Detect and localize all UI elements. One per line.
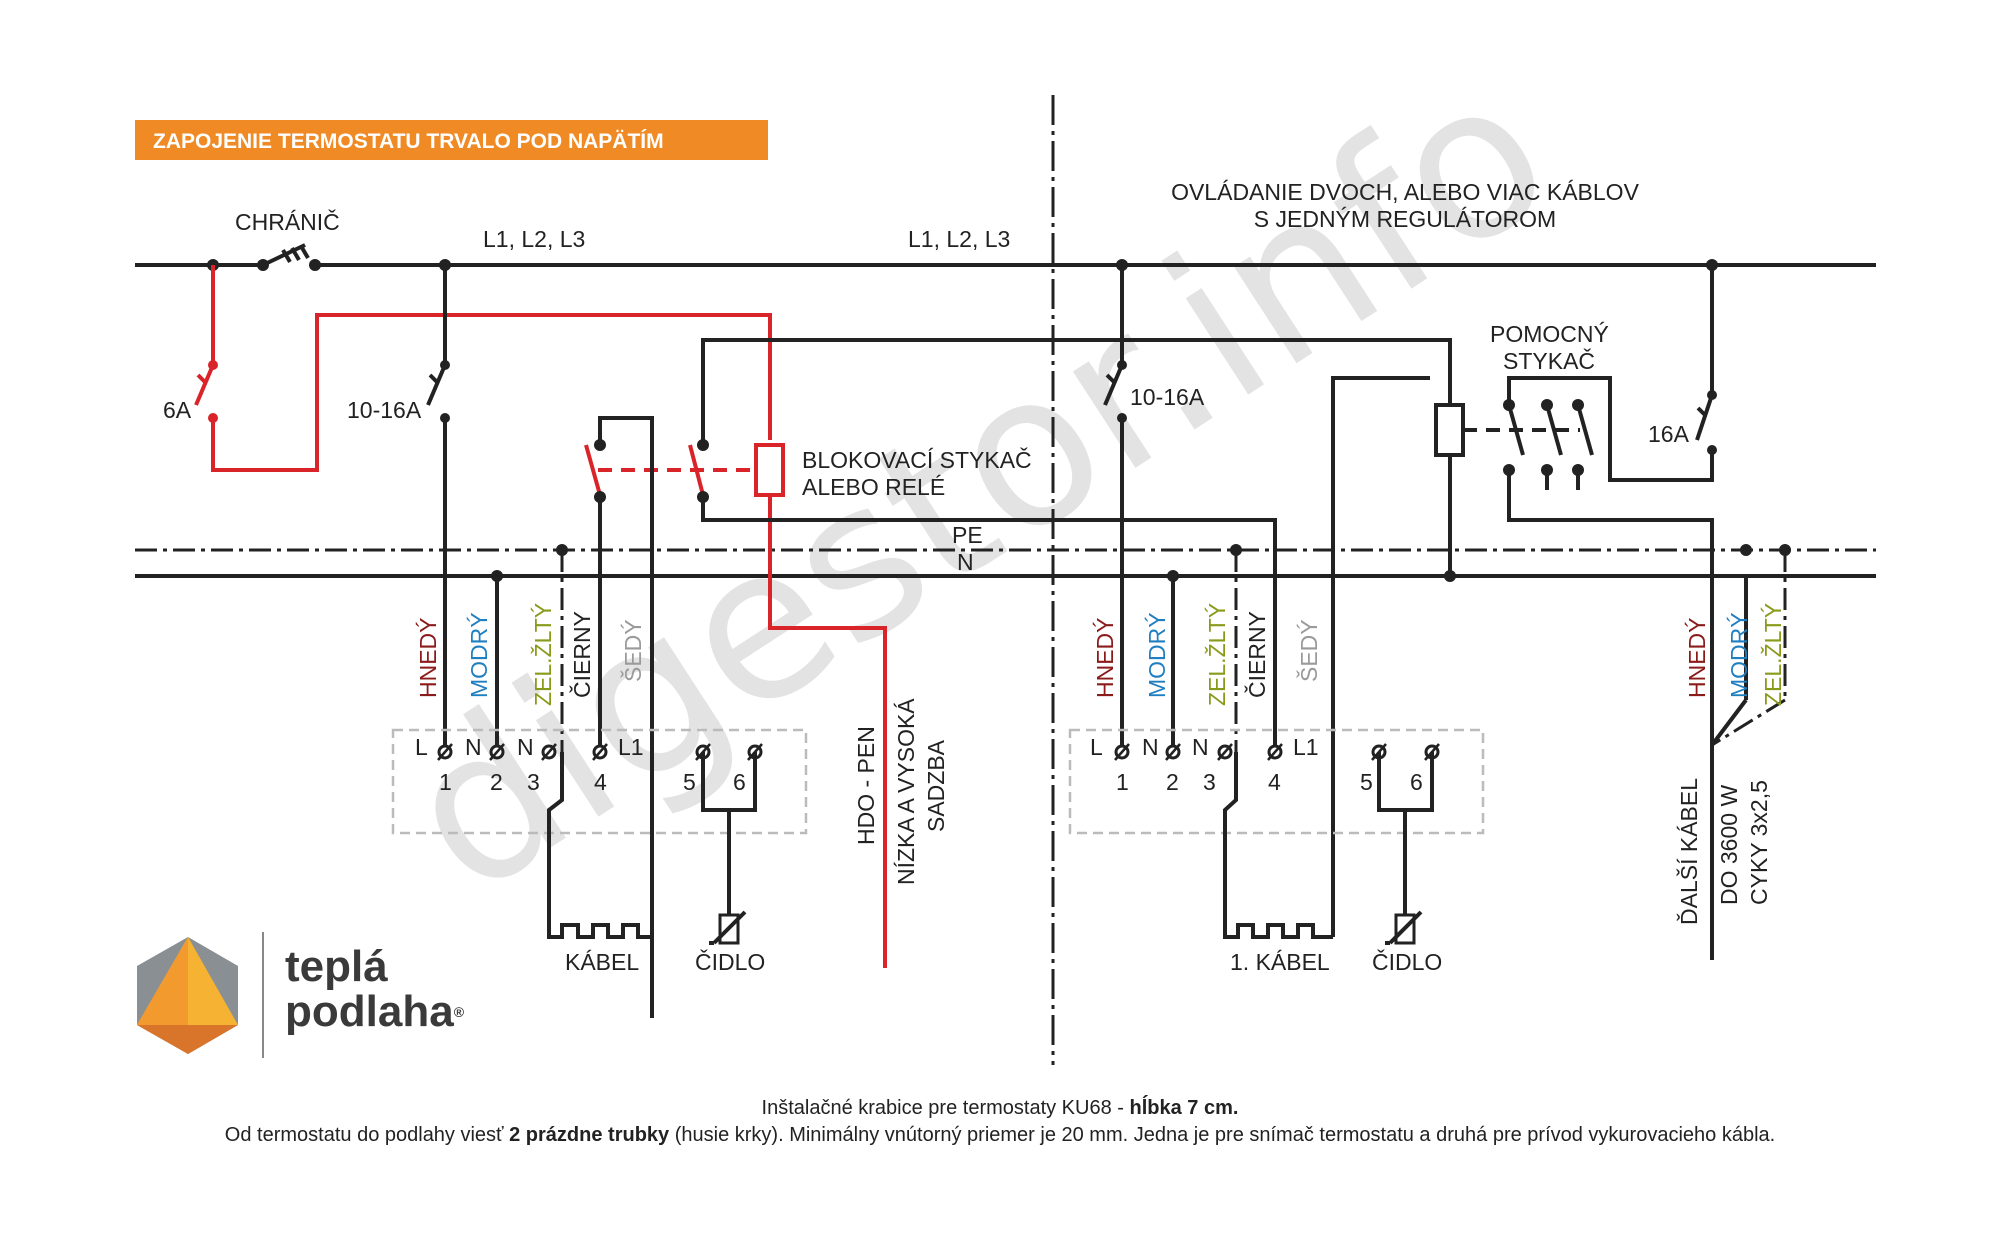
next-cable-line1: ĎALŠÍ KÁBEL xyxy=(1675,778,1702,925)
fuse-16a-label: 16A xyxy=(1648,421,1690,447)
fuse-10-16a-label-right: 10-16A xyxy=(1130,384,1205,410)
heating-cable-right xyxy=(1223,752,1333,939)
watermark: digestor.info xyxy=(364,27,1589,942)
svg-text:5: 5 xyxy=(683,769,696,795)
svg-text:N: N xyxy=(1192,734,1209,760)
svg-text:2: 2 xyxy=(1166,769,1179,795)
svg-text:5: 5 xyxy=(1360,769,1373,795)
terminal-box-right xyxy=(1068,728,1485,835)
terminal-box-left xyxy=(391,728,808,835)
label-grey-right: ŠEDÝ xyxy=(1295,619,1322,682)
svg-text:6: 6 xyxy=(733,769,746,795)
fuse-16a xyxy=(1695,259,1718,455)
label-brown-left: HNEDÝ xyxy=(415,617,441,698)
contactor-label-line1: BLOKOVACÍ STYKAČ xyxy=(802,446,1032,473)
fuse-6a-label: 6A xyxy=(163,397,192,423)
hdo-line1: HDO - PEN xyxy=(853,726,879,845)
breaker-symbol xyxy=(257,243,321,271)
label-brown-right: HNEDÝ xyxy=(1092,617,1118,698)
svg-text:2: 2 xyxy=(490,769,503,795)
hdo-line3: SADZBA xyxy=(923,739,949,832)
label-blue-next: MODRÝ xyxy=(1726,612,1752,698)
title-banner: ZAPOJENIE TERMOSTATU TRVALO POD NAPÄTÍM xyxy=(135,120,768,160)
fuse-10-16a-left xyxy=(426,259,451,752)
svg-text:3: 3 xyxy=(1203,769,1216,795)
label-grey-left: ŠEDÝ xyxy=(619,619,646,682)
contactor-contact-1 xyxy=(584,416,654,1018)
fuse-6a xyxy=(194,259,772,472)
footer-line2: Od termostatu do podlahy viesť 2 prázdne… xyxy=(224,1124,1776,1146)
next-cable-line3: CYKY 3x2,5 xyxy=(1746,780,1772,905)
svg-text:L1: L1 xyxy=(1293,734,1319,760)
svg-text:N: N xyxy=(465,734,482,760)
next-cable-line2: DO 3600 W xyxy=(1716,785,1742,905)
hdo-line2: NÍZKA A VYSOKÁ xyxy=(893,698,919,885)
svg-text:L: L xyxy=(1090,734,1103,760)
label-black-left: ČIERNY xyxy=(568,611,595,698)
right-title-line1: OVLÁDANIE DVOCH, ALEBO VIAC KÁBLOV xyxy=(1171,179,1639,205)
banner-text: ZAPOJENIE TERMOSTATU TRVALO POD NAPÄTÍM xyxy=(153,130,664,153)
brand-name-text: podlaha xyxy=(285,987,454,1036)
right-title-line2: S JEDNÝM REGULÁTOROM xyxy=(1254,206,1556,232)
first-cable-label: 1. KÁBEL xyxy=(1230,949,1330,975)
breaker-label: CHRÁNIČ xyxy=(235,208,340,235)
aux-contactor-contacts xyxy=(1503,376,1714,960)
sensor-right xyxy=(1377,752,1434,945)
brand-name-line2: podlaha® xyxy=(285,990,464,1034)
svg-text:1: 1 xyxy=(439,769,452,795)
label-green-yellow-left: ZEL.ŽLTÝ xyxy=(530,603,556,706)
label-green-yellow-next: ZEL.ŽLTÝ xyxy=(1760,603,1786,706)
svg-text:4: 4 xyxy=(1268,769,1281,795)
n-label: N xyxy=(957,549,974,575)
footer-line1: Inštalačné krabice pre termostaty KU68 -… xyxy=(761,1097,1239,1119)
registered-mark: ® xyxy=(453,1004,465,1020)
svg-text:6: 6 xyxy=(1410,769,1423,795)
blocking-contactor-coil xyxy=(754,443,887,968)
brand-logo-icon xyxy=(137,932,264,1058)
aux-contactor-label-line2: STYKAČ xyxy=(1503,347,1595,374)
svg-text:N: N xyxy=(517,734,534,760)
sensor-label-left: ČIDLO xyxy=(695,948,765,975)
phase-label-left: L1, L2, L3 xyxy=(483,226,585,252)
fuse-10-16a-right xyxy=(1103,259,1128,752)
svg-text:4: 4 xyxy=(594,769,607,795)
svg-text:3: 3 xyxy=(527,769,540,795)
contactor-contact-2 xyxy=(688,338,1452,752)
svg-text:L1: L1 xyxy=(618,734,644,760)
terminals-right: L N N L1 1 2 3 4 5 6 xyxy=(1090,734,1440,795)
svg-text:L: L xyxy=(415,734,428,760)
label-blue-left: MODRÝ xyxy=(466,612,492,698)
label-brown-next: HNEDÝ xyxy=(1684,617,1710,698)
phase-label-mid: L1, L2, L3 xyxy=(908,226,1010,252)
label-green-yellow-right: ZEL.ŽLTÝ xyxy=(1204,603,1230,706)
svg-text:1: 1 xyxy=(1116,769,1129,795)
fuse-10-16a-label-left: 10-16A xyxy=(347,397,422,423)
label-black-right: ČIERNY xyxy=(1243,611,1270,698)
sensor-left xyxy=(701,752,757,945)
pe-label: PE xyxy=(952,522,983,548)
aux-contactor-coil xyxy=(1331,376,1465,937)
brand-name-line1: teplá xyxy=(285,942,388,991)
svg-text:N: N xyxy=(1142,734,1159,760)
sensor-label-right: ČIDLO xyxy=(1372,948,1442,975)
next-cable-wires xyxy=(1710,544,1791,747)
terminals-left: L N N L1 1 2 3 4 5 6 xyxy=(415,734,763,795)
heating-cable-left xyxy=(547,752,654,1018)
cable-label: KÁBEL xyxy=(565,949,639,975)
aux-contactor-label-line1: POMOCNÝ xyxy=(1490,321,1609,347)
label-blue-right: MODRÝ xyxy=(1144,612,1170,698)
contactor-label-line2: ALEBO RELÉ xyxy=(802,474,945,500)
